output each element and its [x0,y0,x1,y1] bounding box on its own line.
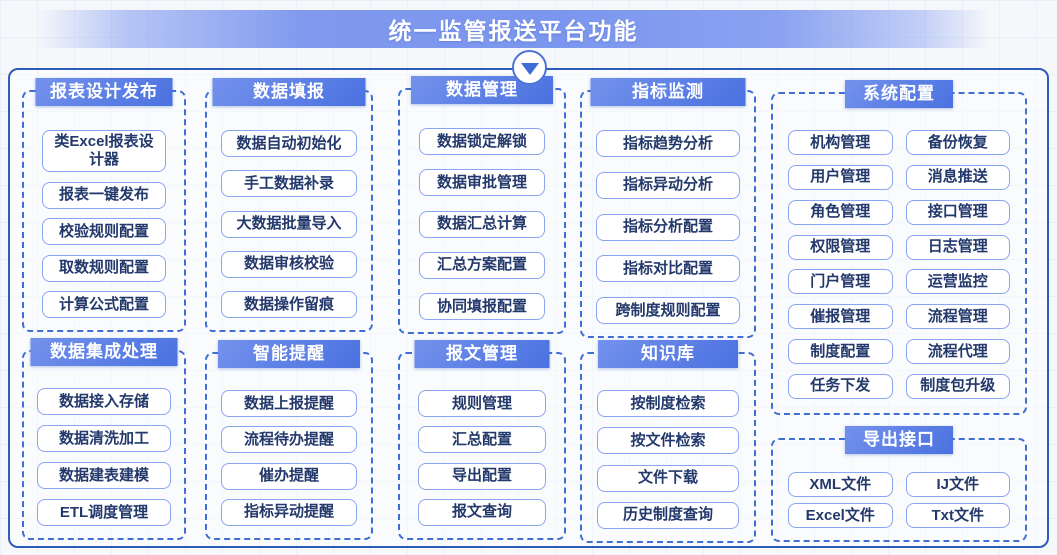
feature-box: 催报管理 [788,304,893,330]
feature-box: 按制度检索 [597,390,739,417]
group-header: 导出接口 [845,426,953,454]
group-indicator-monitoring: 指标监测 指标趋势分析 指标异动分析 指标分析配置 指标对比配置 跨制度规则配置 [580,78,756,338]
feature-box: 手工数据补录 [221,170,357,198]
feature-box: 数据汇总计算 [419,210,545,238]
down-triangle-icon [520,63,539,75]
feature-box: 数据建表建模 [37,462,171,489]
feature-box: 数据审核校验 [221,250,357,278]
group-data-management: 数据管理 数据锁定解锁 数据审批管理 数据汇总计算 汇总方案配置 协同填报配置 [398,76,566,334]
main-container: 报表设计发布 类Excel报表设计器 报表一键发布 校验规则配置 取数规则配置 … [8,68,1049,548]
feature-box: 备份恢复 [905,130,1010,155]
feature-box: 数据上报提醒 [221,390,357,417]
feature-box: 运营监控 [905,269,1010,295]
feature-box: 流程管理 [905,304,1010,330]
feature-box: 汇总方案配置 [419,251,545,279]
page-title: 统一监管报送平台功能 [388,18,639,44]
feature-box: Txt文件 [905,503,1010,528]
group-export-interface: 导出接口 XML文件 IJ文件 Excel文件 Txt文件 [771,426,1027,542]
feature-box: 协同填报配置 [419,293,545,320]
group-header: 指标监测 [590,78,746,106]
feature-box: 制度配置 [788,339,893,365]
feature-box: 任务下发 [788,373,893,399]
feature-box: 权限管理 [788,234,893,260]
feature-box: XML文件 [788,472,893,497]
feature-box: 接口管理 [905,199,1010,225]
group-header: 报表设计发布 [35,78,173,106]
feature-box: 数据操作留痕 [221,291,357,318]
title-banner: 统一监管报送平台功能 [38,10,989,48]
feature-box: 流程待办提醒 [221,426,357,454]
group-data-integration: 数据集成处理 数据接入存储 数据清洗加工 数据建表建模 ETL调度管理 [22,338,186,540]
group-header: 数据填报 [212,78,366,106]
feature-box: 数据锁定解锁 [419,128,545,155]
feature-box: 规则管理 [418,390,546,417]
feature-box: 机构管理 [788,130,893,155]
group-header: 系统配置 [845,80,953,108]
feature-box: 日志管理 [905,234,1010,260]
feature-box: 汇总配置 [418,426,546,454]
group-header: 知识库 [598,340,738,368]
feature-box: 指标异动提醒 [221,498,357,526]
feature-box: 用户管理 [788,164,893,190]
feature-box: 跨制度规则配置 [596,297,740,324]
feature-box: 指标对比配置 [596,255,740,283]
feature-box: 制度包升级 [905,373,1010,399]
group-knowledge-base: 知识库 按制度检索 按文件检索 文件下载 历史制度查询 [580,340,756,543]
feature-box: 取数规则配置 [42,254,166,282]
feature-box: 数据自动初始化 [221,130,357,157]
feature-box: ETL调度管理 [37,499,171,526]
group-message-management: 报文管理 规则管理 汇总配置 导出配置 报文查询 [398,340,566,540]
feature-box: 数据清洗加工 [37,425,171,452]
feature-box: 报表一键发布 [42,181,166,209]
feature-box: 历史制度查询 [597,501,739,529]
feature-box: 指标趋势分析 [596,130,740,157]
feature-box: 指标异动分析 [596,171,740,199]
feature-box: 消息推送 [905,164,1010,190]
feature-box: 导出配置 [418,462,546,490]
feature-box: 文件下载 [597,464,739,492]
feature-box: 计算公式配置 [42,291,166,318]
feature-box: 类Excel报表设计器 [42,130,166,172]
group-report-design-publish: 报表设计发布 类Excel报表设计器 报表一键发布 校验规则配置 取数规则配置 … [22,78,186,332]
feature-box: 流程代理 [905,339,1010,365]
group-header: 报文管理 [414,340,550,368]
feature-box: 门户管理 [788,269,893,295]
group-system-config: 系统配置 机构管理 备份恢复 用户管理 消息推送 角色管理 接口管理 权限管理 … [771,80,1027,415]
feature-box: 数据审批管理 [419,169,545,197]
feature-box: IJ文件 [905,472,1010,497]
feature-box: 大数据批量导入 [221,210,357,238]
group-data-entry: 数据填报 数据自动初始化 手工数据补录 大数据批量导入 数据审核校验 数据操作留… [205,78,373,332]
group-header: 智能提醒 [218,340,360,368]
connector-circle [512,50,547,85]
feature-box: 催办提醒 [221,462,357,490]
feature-box: 报文查询 [418,498,546,526]
group-header: 数据集成处理 [30,338,178,366]
group-smart-reminder: 智能提醒 数据上报提醒 流程待办提醒 催办提醒 指标异动提醒 [205,340,373,540]
feature-box: 校验规则配置 [42,218,166,245]
feature-box: 按文件检索 [597,427,739,455]
feature-box: Excel文件 [788,503,893,528]
feature-box: 数据接入存储 [37,388,171,415]
feature-box: 角色管理 [788,199,893,225]
feature-box: 指标分析配置 [596,213,740,241]
